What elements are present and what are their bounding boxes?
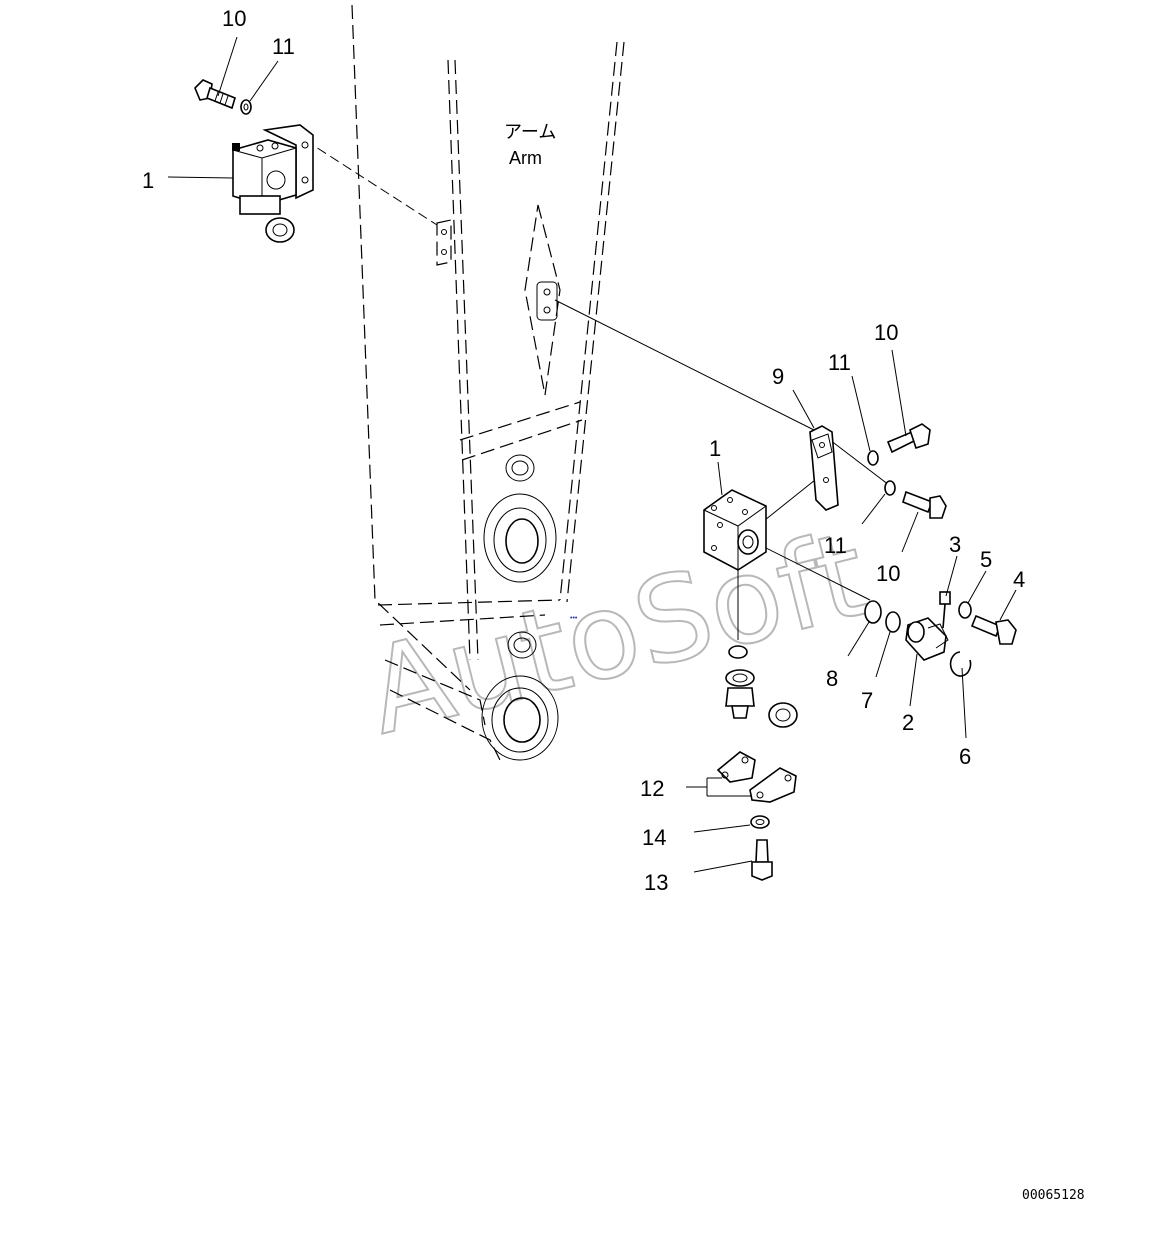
solenoid-valve-middle [703, 489, 767, 571]
washer-5 [958, 601, 972, 619]
watermark: AutoSoft [354, 504, 881, 763]
callout-1-top: 1 [142, 168, 154, 193]
bolt-upper [194, 79, 236, 110]
callout-11-upper: 11 [828, 350, 851, 375]
callout-11-lower: 11 [824, 533, 847, 558]
callout-5: 5 [980, 547, 992, 572]
small-bolt [939, 591, 951, 629]
callout-2: 2 [902, 710, 914, 735]
callout-1-mid: 1 [709, 436, 721, 461]
snap-ring [949, 651, 972, 677]
o-ring-lower [728, 645, 748, 659]
washer-upper [240, 99, 252, 115]
bolt-right-upper [886, 423, 931, 454]
arm-label-japanese: アーム [504, 122, 556, 142]
arm-outline: ••• [351, 4, 625, 761]
callout-labels: 1 10 11 1 9 11 10 11 10 3 5 4 8 7 2 6 12… [142, 6, 1025, 895]
callout-11-top: 11 [272, 34, 295, 59]
callout-4: 4 [1013, 567, 1025, 592]
o-ring-7 [885, 611, 901, 633]
flange-fitting [725, 669, 755, 719]
o-ring-8 [864, 600, 882, 624]
washer-14 [750, 815, 770, 829]
bolt-right-lower [902, 490, 947, 519]
split-flange [716, 751, 797, 803]
callout-14: 14 [642, 825, 666, 850]
callout-10-lower: 10 [876, 561, 900, 586]
callout-12: 12 [640, 776, 664, 801]
washer-right-lower [884, 480, 896, 496]
washer-right-upper [867, 450, 879, 466]
bolt-13 [751, 839, 773, 881]
bracket [809, 425, 839, 511]
arm-label-english: Arm [509, 148, 542, 168]
leader-lines [167, 36, 1017, 873]
callout-8: 8 [826, 666, 838, 691]
callout-13: 13 [644, 870, 668, 895]
callout-10-upper: 10 [874, 320, 898, 345]
bolt-4 [970, 614, 1017, 645]
arm-small-mark: ••• [570, 615, 578, 622]
callout-10-top: 10 [222, 6, 246, 31]
callout-9: 9 [772, 364, 784, 389]
callout-7: 7 [861, 688, 873, 713]
callout-3: 3 [949, 532, 961, 557]
watermark-text: AutoSoft [355, 505, 880, 762]
document-number: 00065128 [1022, 1188, 1085, 1203]
bushing [768, 702, 798, 728]
solenoid-valve-upper [232, 124, 314, 243]
fitting [905, 617, 949, 661]
callout-6: 6 [959, 744, 971, 769]
assembly-lines [304, 139, 894, 640]
